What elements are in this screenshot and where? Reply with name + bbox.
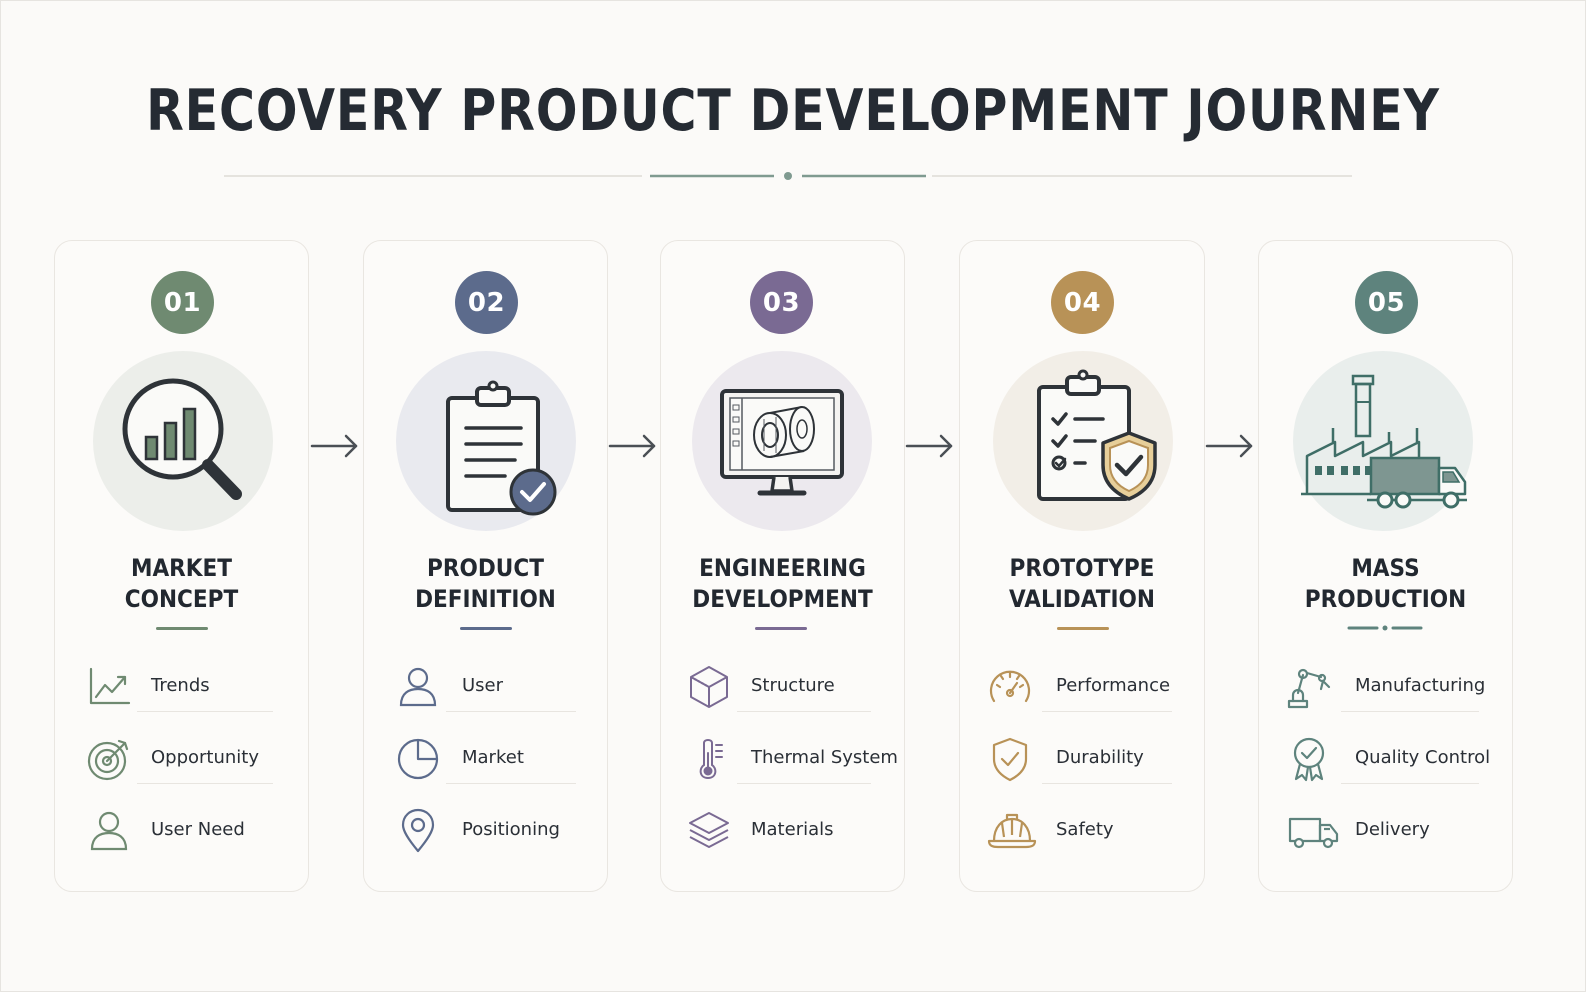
user-icon	[394, 663, 442, 711]
stage-title: MASS PRODUCTION	[1304, 554, 1467, 613]
gauge-icon	[986, 663, 1034, 711]
trend-chart-icon	[85, 663, 133, 711]
stage-title: MARKET CONCEPT	[124, 554, 239, 613]
factory-truck-icon	[1301, 374, 1467, 509]
cube-icon	[685, 663, 733, 711]
stage-hero	[692, 351, 872, 531]
item-label: Opportunity	[151, 747, 260, 768]
stage-underline	[1347, 625, 1423, 631]
stage-number-badge: 01	[151, 271, 214, 334]
list-item-materials: Materials	[661, 801, 904, 861]
list-item-market: Market	[364, 729, 607, 789]
stage-card-engineering-development: 03 ENGINEERING DEVELOPMENT	[660, 240, 905, 892]
layers-icon	[685, 807, 733, 855]
item-label: User	[462, 675, 504, 696]
stage-hero	[396, 351, 576, 531]
list-item-trends: Trends	[55, 657, 308, 717]
page-title: RECOVERY PRODUCT DEVELOPMENT JOURNEY	[146, 78, 1440, 144]
pie-chart-icon	[394, 735, 442, 783]
list-item-opportunity: Opportunity	[55, 729, 308, 789]
list-item-structure: Structure	[661, 657, 904, 717]
item-label: Trends	[151, 675, 210, 696]
list-item-delivery: Delivery	[1259, 801, 1512, 861]
list-item-positioning: Positioning	[364, 801, 607, 861]
item-label: Materials	[751, 819, 834, 840]
item-divider	[1042, 783, 1172, 784]
stage-number-badge: 02	[455, 271, 518, 334]
item-label: Thermal System	[751, 747, 898, 768]
item-label: Safety	[1056, 819, 1114, 840]
user-icon	[85, 807, 133, 855]
item-divider	[446, 711, 576, 712]
item-divider	[737, 711, 871, 712]
robot-arm-icon	[1285, 663, 1333, 711]
delivery-truck-icon	[1287, 807, 1339, 855]
list-item-user-need: User Need	[55, 801, 308, 861]
magnifier-bar-chart-icon	[122, 378, 242, 500]
stage-card-market-concept: 01 MARKET CONCEPT Trends	[54, 240, 309, 892]
target-icon	[85, 735, 133, 783]
quality-badge-icon	[1285, 735, 1333, 783]
stage-underline	[460, 627, 512, 630]
list-item-user: User	[364, 657, 607, 717]
stage-card-product-definition: 02 PRODUCT DEFINITION User	[363, 240, 608, 892]
list-item-manufacturing: Manufacturing	[1259, 657, 1512, 717]
item-divider	[137, 711, 273, 712]
stage-underline	[156, 627, 208, 630]
stage-card-prototype-validation: 04 PROTOTYPE VALIDATION	[959, 240, 1205, 892]
item-label: Delivery	[1355, 819, 1430, 840]
stage-card-mass-production: 05 MASS PRODUCTION	[1258, 240, 1513, 892]
location-pin-icon	[394, 807, 442, 855]
checklist-shield-icon	[1037, 369, 1157, 501]
stage-underline	[1057, 627, 1109, 630]
item-label: Structure	[751, 675, 835, 696]
stage-number-badge: 04	[1051, 271, 1114, 334]
list-item-performance: Performance	[960, 657, 1204, 717]
stage-hero	[1293, 351, 1473, 531]
item-divider	[737, 783, 871, 784]
stage-underline	[755, 627, 807, 630]
list-item-thermal-system: Thermal System	[661, 729, 904, 789]
item-label: Quality Control	[1355, 747, 1491, 768]
item-label: Manufacturing	[1355, 675, 1486, 696]
stage-title: PROTOTYPE VALIDATION	[1009, 554, 1155, 613]
cad-monitor-icon	[720, 389, 844, 496]
flow-arrow-icon	[310, 434, 358, 458]
item-label: User Need	[151, 819, 245, 840]
stage-title: PRODUCT DEFINITION	[415, 554, 556, 613]
stage-hero	[93, 351, 273, 531]
item-divider	[446, 783, 576, 784]
list-item-durability: Durability	[960, 729, 1204, 789]
item-divider	[1341, 783, 1479, 784]
item-divider	[137, 783, 273, 784]
flow-arrow-icon	[1205, 434, 1253, 458]
item-label: Positioning	[462, 819, 560, 840]
clipboard-check-icon	[446, 380, 557, 516]
item-divider	[1042, 711, 1172, 712]
shield-check-icon	[986, 735, 1034, 783]
stage-number-badge: 03	[750, 271, 813, 334]
stage-title: ENGINEERING DEVELOPMENT	[692, 554, 873, 613]
item-label: Performance	[1056, 675, 1171, 696]
item-label: Durability	[1056, 747, 1144, 768]
thermometer-icon	[685, 735, 733, 783]
list-item-safety: Safety	[960, 801, 1204, 861]
stage-hero	[993, 351, 1173, 531]
title-divider	[224, 172, 1352, 180]
list-item-quality-control: Quality Control	[1259, 729, 1512, 789]
hard-hat-icon	[986, 807, 1037, 855]
item-label: Market	[462, 747, 524, 768]
flow-arrow-icon	[905, 434, 953, 458]
item-divider	[1341, 711, 1479, 712]
stage-number-badge: 05	[1355, 271, 1418, 334]
flow-arrow-icon	[608, 434, 656, 458]
